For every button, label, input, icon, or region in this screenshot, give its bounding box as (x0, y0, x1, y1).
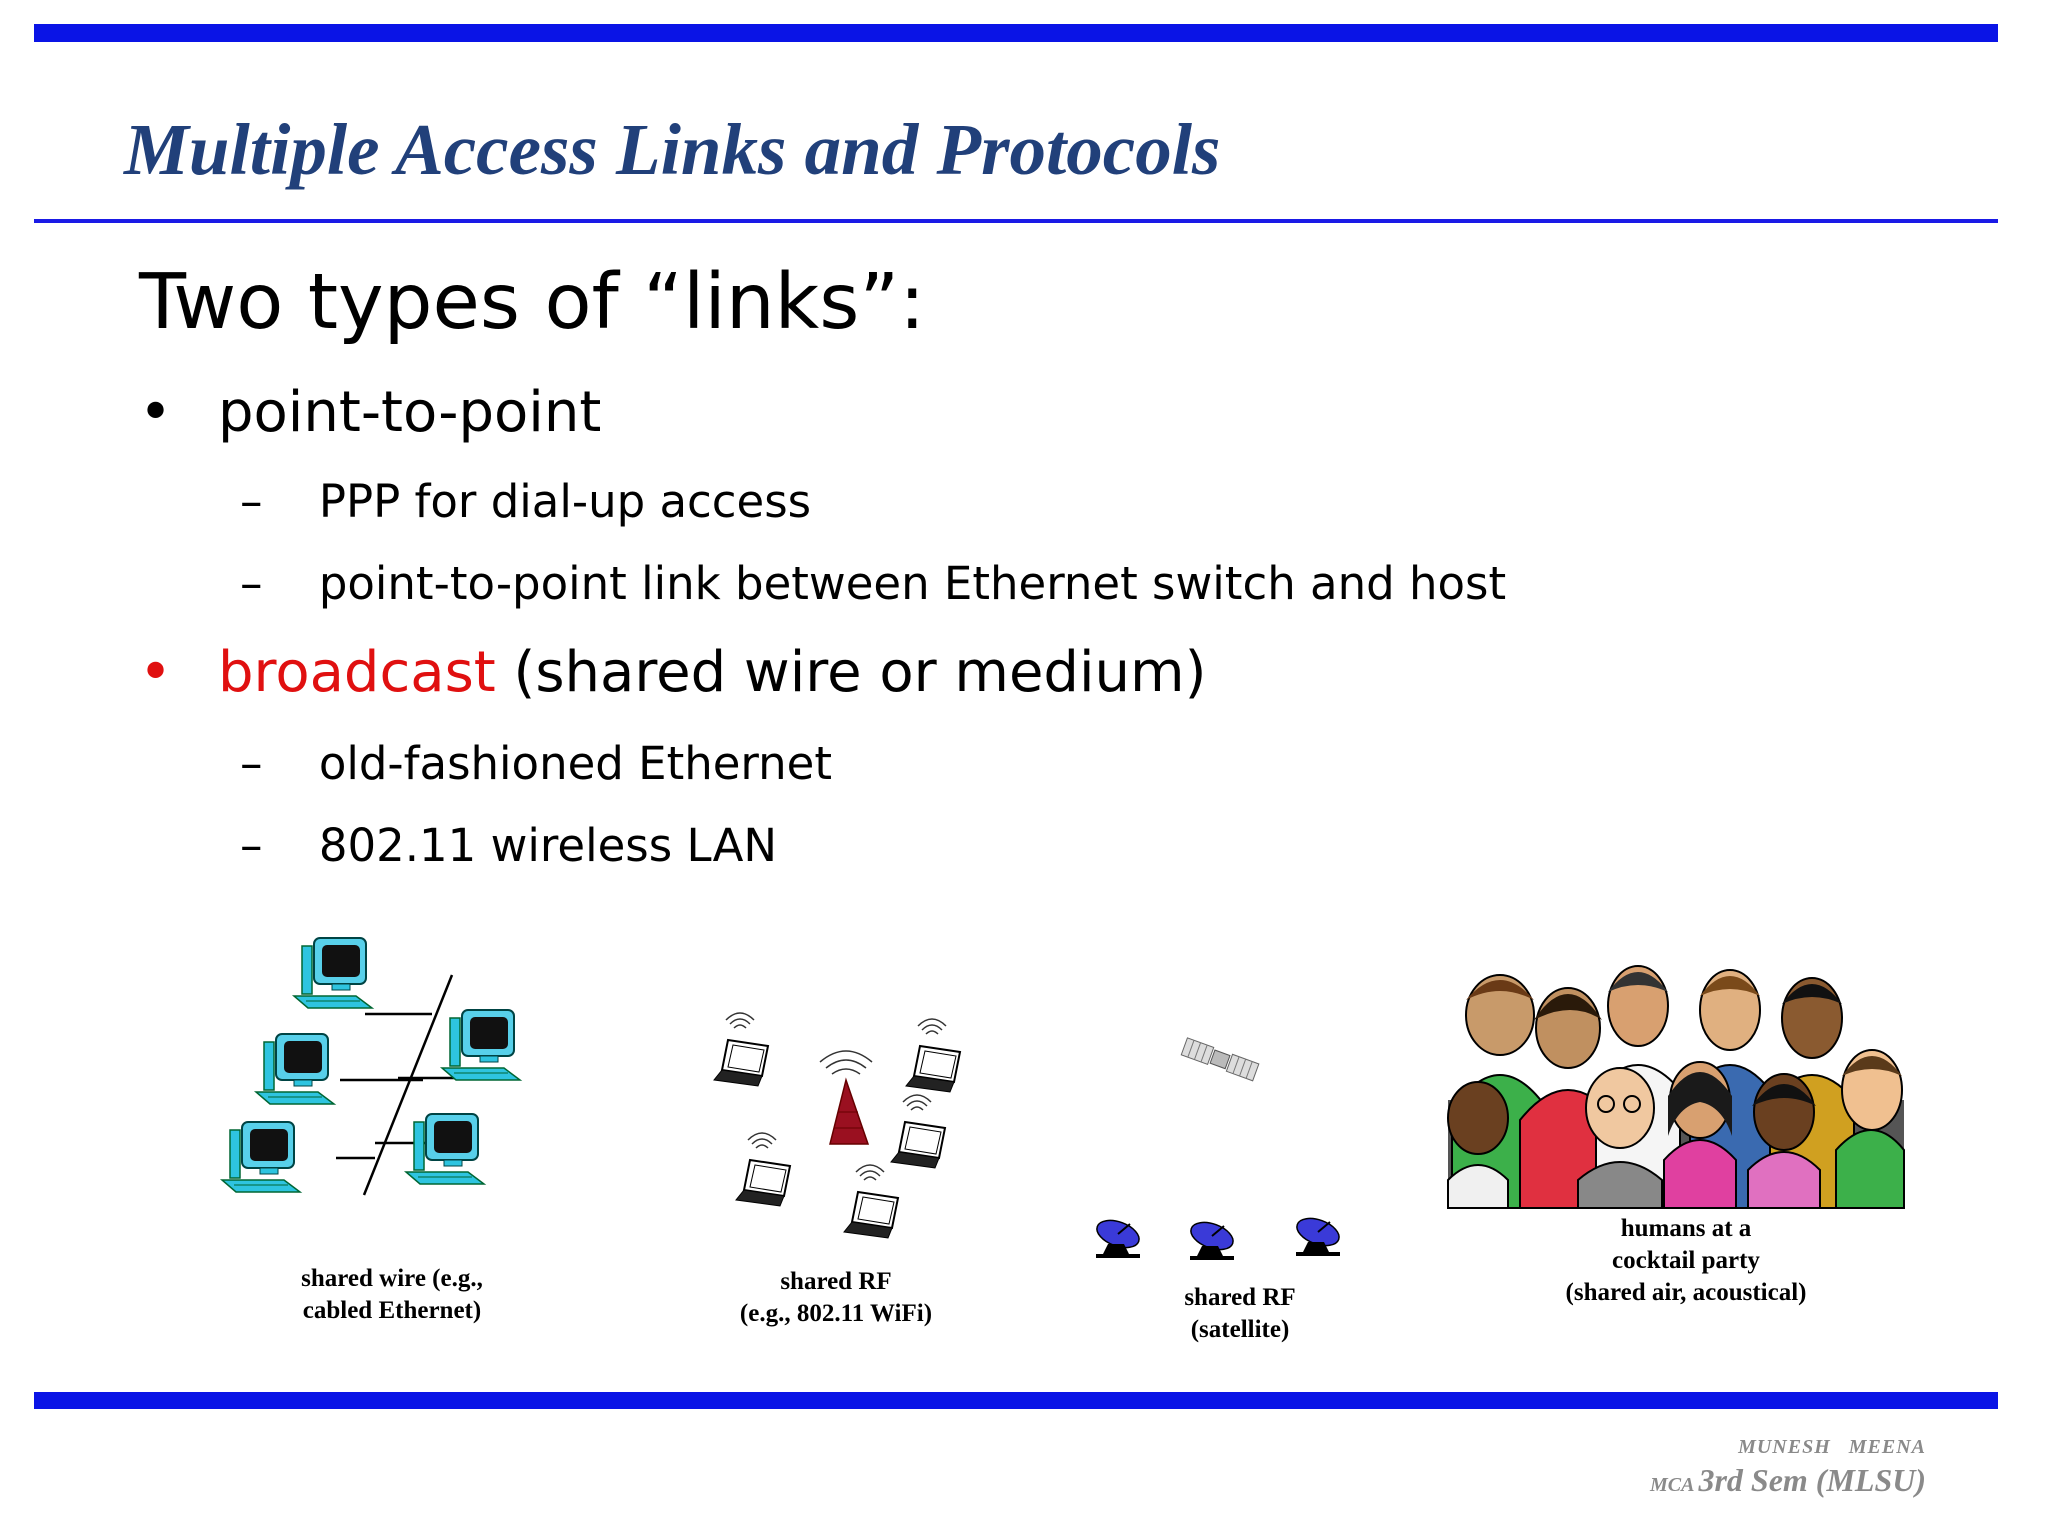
caption-shared-rf-wifi: shared RF (e.g., 802.11 WiFi) (716, 1266, 956, 1330)
caption-shared-rf-satellite: shared RF (satellite) (1160, 1282, 1320, 1346)
computer-icon (441, 1009, 521, 1081)
subitem-text: PPP for dial-up access (318, 475, 812, 528)
subitem-text: 802.11 wireless LAN (318, 819, 778, 872)
broadcast-highlight: broadcast (218, 640, 496, 705)
footer-course-big: 3rd Sem (MLSU) (1698, 1462, 1926, 1498)
caption-line: (satellite) (1190, 1316, 1290, 1343)
dash: – (240, 475, 263, 528)
bullet-text: point-to-point (218, 380, 602, 445)
caption-shared-wire: shared wire (e.g., cabled Ethernet) (276, 1263, 508, 1327)
person (1747, 1073, 1821, 1209)
person (1447, 1081, 1509, 1209)
dash: – (240, 819, 263, 872)
subitem-text: point-to-point link between Ethernet swi… (318, 557, 1507, 610)
satellite-illustration (1092, 1037, 1344, 1261)
caption-line: humans at a (1620, 1215, 1752, 1242)
bullet-broadcast: • broadcast (shared wire or medium) (139, 640, 1206, 705)
caption-line: (e.g., 802.11 WiFi) (739, 1300, 933, 1327)
title-rule (34, 219, 1998, 223)
satellite-dish-icon (1092, 1214, 1144, 1259)
person (1835, 1049, 1905, 1209)
bullet-dot: • (139, 380, 173, 445)
satellite-icon (1180, 1037, 1260, 1082)
top-rule (34, 24, 1998, 42)
bullet-text: (shared wire or medium) (495, 640, 1207, 705)
laptop-icon (890, 1094, 946, 1169)
computer-icon (255, 1033, 335, 1105)
wifi-illustration (713, 1012, 961, 1239)
caption-line: shared RF (1184, 1284, 1296, 1311)
cocktail-party-illustration (1447, 965, 1905, 1209)
bottom-rule (34, 1392, 1998, 1409)
laptop-icon (735, 1132, 791, 1207)
subitem-ethernet-switch: – point-to-point link between Ethernet s… (240, 557, 1506, 610)
slide-heading: Two types of “links”: (139, 258, 926, 347)
caption-line: shared wire (e.g., (301, 1265, 483, 1292)
footer-author: MUNESH MEENA (1738, 1436, 1926, 1458)
laptop-icon (905, 1018, 961, 1093)
wired-ethernet-illustration (221, 937, 521, 1196)
dash: – (240, 737, 263, 790)
laptop-icon (843, 1164, 899, 1239)
footer-course-small: MCA (1649, 1474, 1695, 1496)
caption-cocktail-party: humans at a cocktail party (shared air, … (1536, 1213, 1836, 1309)
satellite-dish-icon (1292, 1212, 1344, 1257)
subitem-old-ethernet: – old-fashioned Ethernet (240, 737, 832, 790)
computer-icon (405, 1113, 485, 1185)
laptop-icon (713, 1012, 769, 1087)
person (1577, 1067, 1663, 1209)
slide-title: Multiple Access Links and Protocols (124, 109, 1221, 190)
footer-course: MCA 3rd Sem (MLSU) (1650, 1462, 1926, 1499)
caption-line: shared RF (780, 1268, 892, 1295)
computer-icon (293, 937, 373, 1009)
subitem-wireless-lan: – 802.11 wireless LAN (240, 819, 777, 872)
caption-line: (shared air, acoustical) (1565, 1279, 1807, 1306)
computer-icon (221, 1121, 301, 1193)
bullet-dot: • (139, 640, 173, 705)
caption-line: cocktail party (1612, 1247, 1760, 1274)
access-point-icon (819, 1050, 873, 1145)
bullet-point-to-point: • point-to-point (139, 380, 601, 445)
satellite-dish-icon (1186, 1216, 1238, 1261)
subitem-text: old-fashioned Ethernet (318, 737, 832, 790)
dash: – (240, 557, 263, 610)
person (1663, 1061, 1737, 1209)
subitem-ppp: – PPP for dial-up access (240, 475, 811, 528)
caption-line: cabled Ethernet) (302, 1297, 482, 1324)
